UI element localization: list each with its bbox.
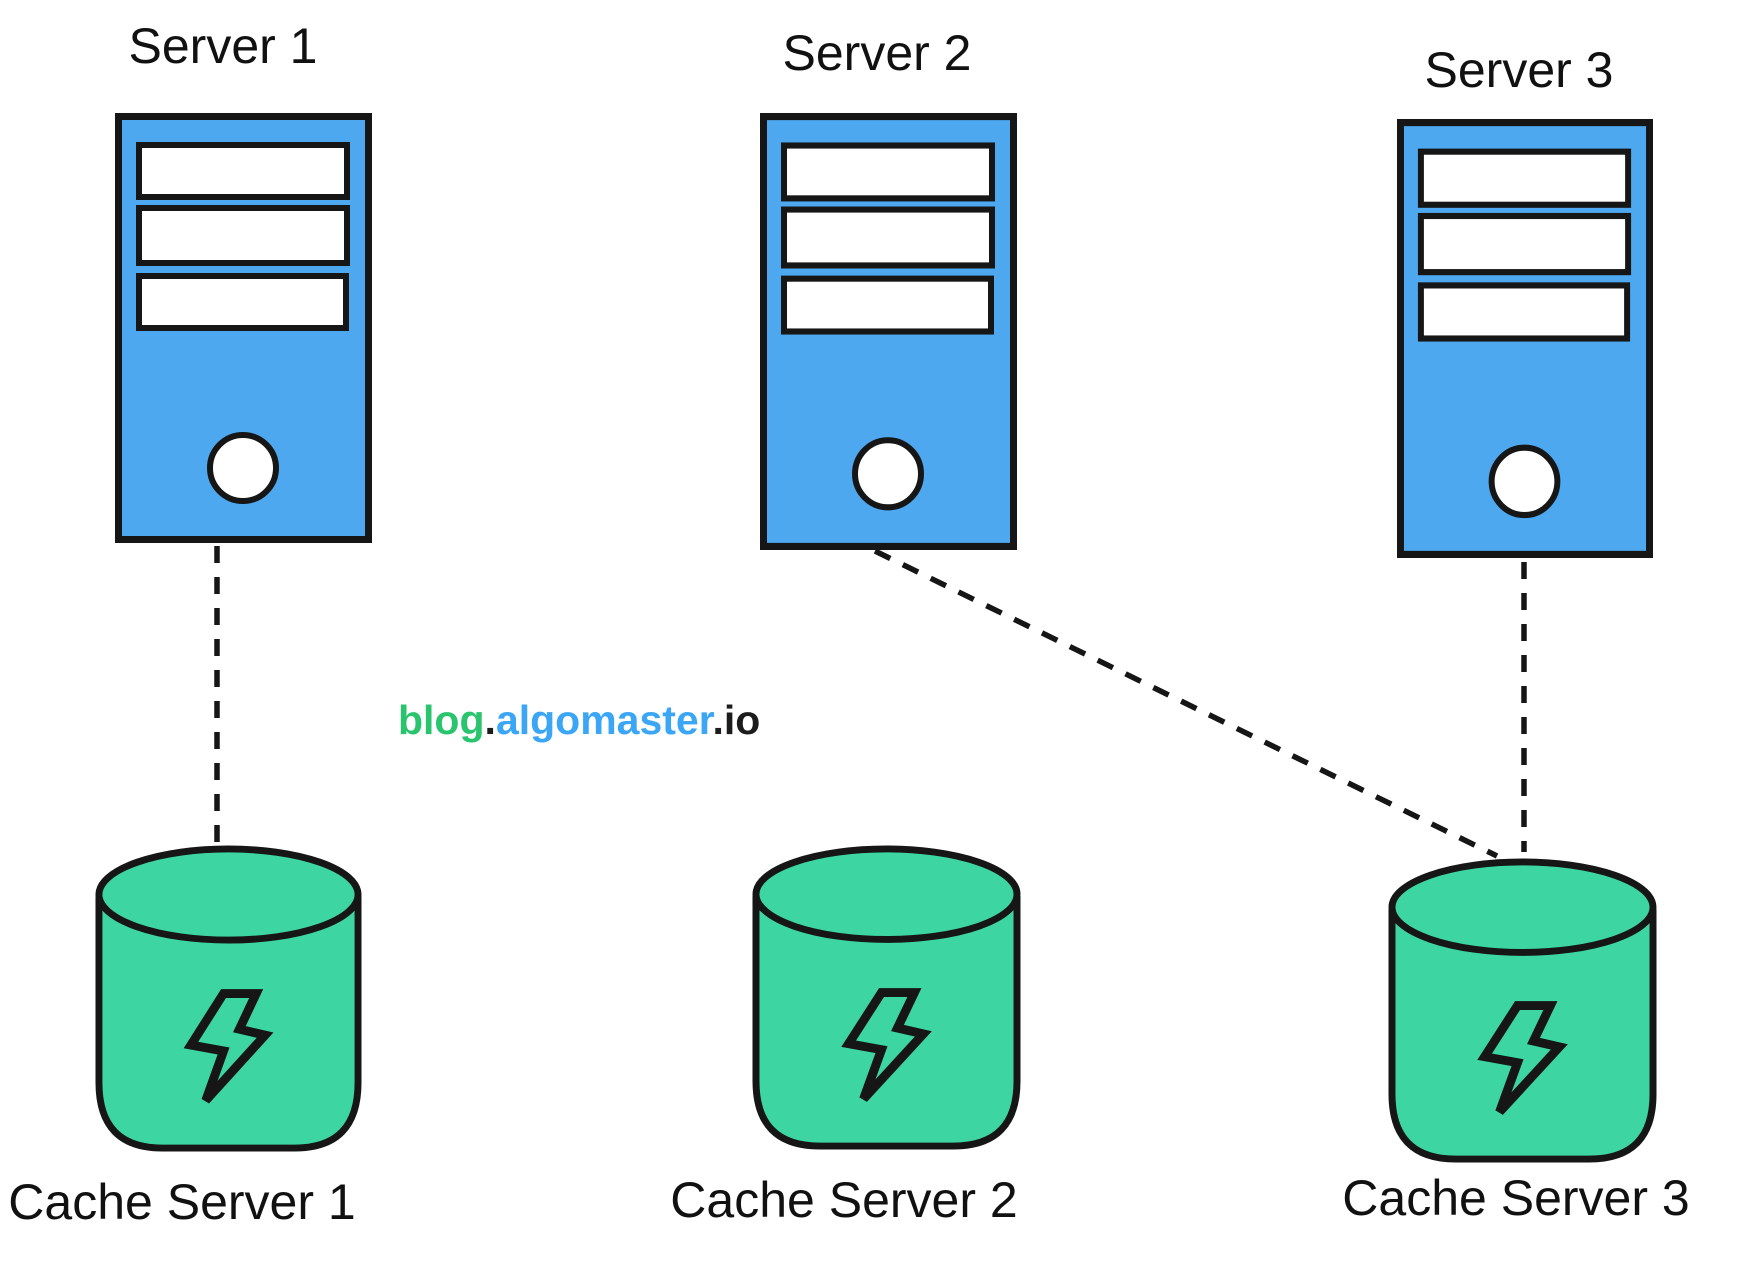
server-1-label: Server 1 (128, 18, 318, 74)
database-cylinder-icon (95, 845, 362, 1152)
database-cylinder-icon (752, 845, 1021, 1150)
server-tower-icon (1397, 119, 1653, 558)
server-tower-icon (760, 113, 1017, 550)
server-tower-icon (115, 113, 372, 543)
cache-server-3-label: Cache Server 3 (1342, 1170, 1690, 1226)
watermark-io: .io (712, 697, 761, 743)
server-3-label: Server 3 (1424, 42, 1614, 98)
watermark-algomaster: algomaster (495, 697, 713, 743)
cache-server-2-label: Cache Server 2 (670, 1172, 1018, 1228)
connector-server2-cache3 (873, 548, 1499, 859)
watermark-dot: . (484, 697, 496, 743)
watermark: blog.algomaster.io (398, 697, 761, 743)
lightning-bolt-icon (1477, 1001, 1568, 1115)
watermark-blog: blog (398, 697, 485, 743)
database-cylinder-icon (1388, 858, 1657, 1163)
lightning-bolt-icon (841, 988, 932, 1102)
lightning-bolt-icon (183, 989, 274, 1104)
cache-server-1-label: Cache Server 1 (8, 1174, 356, 1230)
server-2-label: Server 2 (782, 25, 972, 81)
